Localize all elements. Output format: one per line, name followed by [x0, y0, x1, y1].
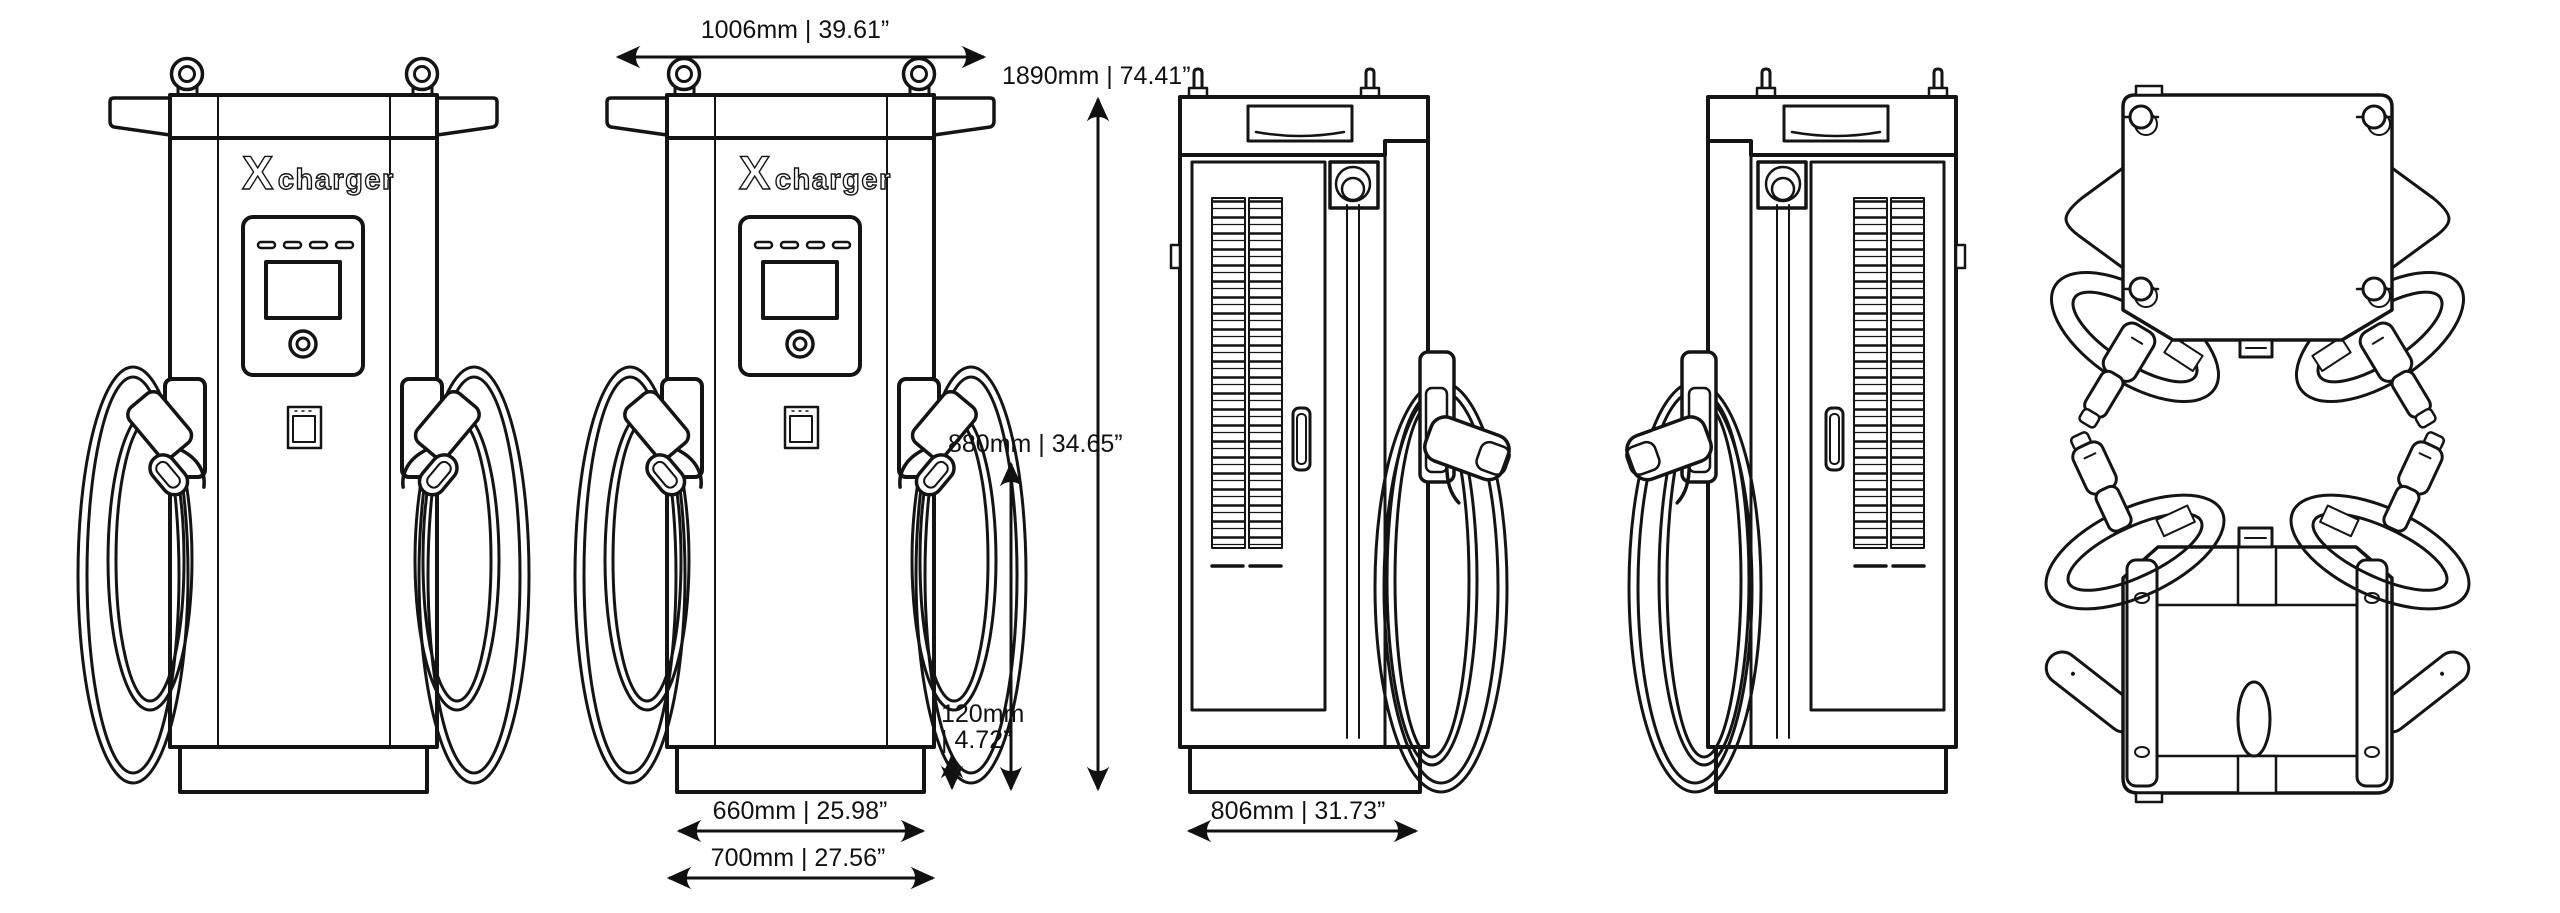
svg-text:880mm | 34.65”: 880mm | 34.65”: [948, 430, 1123, 458]
dimension-handle-height: 880mm | 34.65”: [948, 430, 1123, 792]
lifting-eye-left-icon: [169, 56, 205, 98]
svg-text:700mm | 27.56”: 700mm | 27.56”: [711, 844, 886, 872]
cable-gland: [1328, 160, 1380, 210]
top-cap: [168, 93, 439, 140]
dimension-base-width: 660mm | 25.98”: [676, 797, 926, 843]
top-view: [2049, 84, 2487, 436]
eye-bolt-icon: [2122, 276, 2160, 308]
eye-bolt-icon: [2122, 104, 2160, 136]
top-plate: [2121, 93, 2394, 342]
start-button: [288, 329, 318, 359]
door-handle: [1291, 406, 1312, 472]
dimension-depth: 806mm | 31.73”: [1186, 797, 1419, 843]
top-tab: [2134, 84, 2164, 97]
led-indicator: [282, 240, 303, 250]
display-panel: [241, 215, 365, 377]
base-pedestal: [178, 745, 429, 794]
dimension-height: 1890mm | 74.41”: [1002, 62, 1191, 792]
side-base-pedestal: [1188, 745, 1422, 794]
cable-and-holster-assembly: [76, 365, 207, 785]
top-wing-left: [2064, 166, 2125, 270]
svg-text:806mm | 31.73”: 806mm | 31.73”: [1211, 797, 1386, 825]
lifting-lug-icon: [1187, 67, 1381, 99]
svg-text:120mm: 120mm: [941, 700, 1024, 728]
svg-text:660mm | 25.98”: 660mm | 25.98”: [713, 797, 888, 825]
card-reader: [286, 405, 323, 450]
svg-text:| 4.72”: | 4.72”: [941, 726, 1011, 754]
top-charge-handle: [2078, 321, 2157, 429]
wing-right: [435, 96, 499, 137]
led-indicator: [256, 240, 277, 250]
front-view-dimensioned: [575, 59, 1026, 793]
top-wing-right: [2390, 166, 2451, 270]
vent-grille: [1210, 197, 1283, 568]
lifting-eye-right-icon: [404, 56, 440, 98]
wing-left: [108, 96, 172, 137]
bottom-rail-left: [2125, 558, 2159, 788]
charge-handle: [126, 390, 206, 497]
dimension-overall-base-width: 700mm | 27.56”: [666, 844, 936, 890]
side-tab: [1169, 243, 1182, 270]
eye-bolt-icon: [2355, 104, 2393, 136]
side-charge-handle: [1423, 415, 1511, 505]
led-indicator: [334, 240, 355, 250]
bottom-cutout: [2236, 680, 2272, 758]
side-view-mirrored: [1618, 67, 1967, 794]
bottom-corner-tab: [2134, 791, 2164, 804]
dimension-width: 1006mm | 39.61”: [615, 16, 987, 69]
bottom-plate: [2121, 545, 2394, 795]
led-indicator: [308, 240, 329, 250]
bottom-view: [2044, 426, 2488, 804]
screen: [264, 260, 342, 320]
bottom-rail-right: [2355, 558, 2389, 788]
dimension-base-height: 120mm | 4.72”: [940, 700, 1024, 791]
eye-bolt-icon: [2355, 276, 2393, 308]
svg-text:1890mm | 74.41”: 1890mm | 74.41”: [1002, 62, 1191, 90]
bottom-charge-handle: [2069, 431, 2133, 533]
svg-text:1006mm | 39.61”: 1006mm | 39.61”: [701, 16, 890, 44]
side-view: [1169, 67, 1511, 794]
